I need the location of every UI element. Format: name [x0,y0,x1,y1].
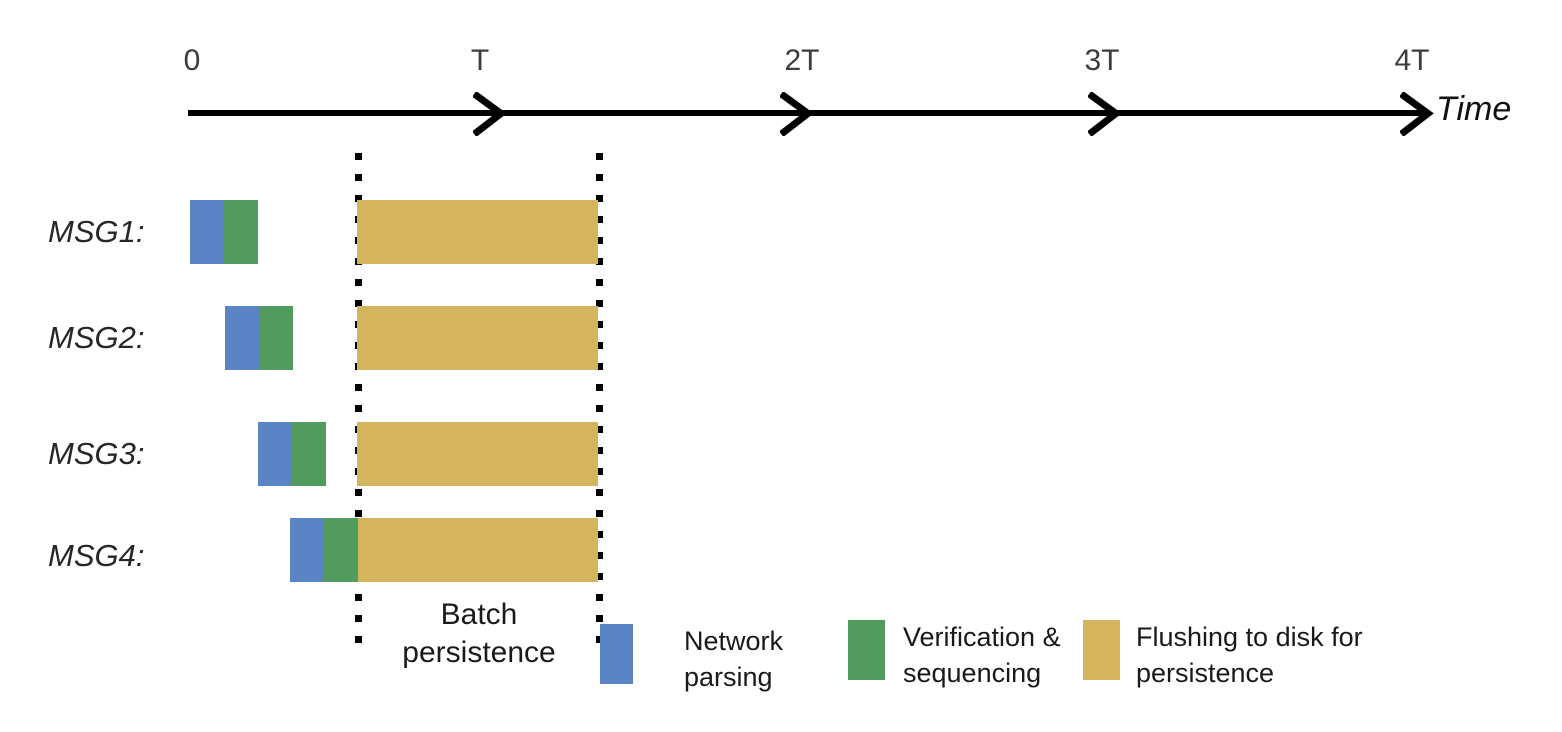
boundary-dot [596,447,603,454]
boundary-dot [596,384,603,391]
axis-tick-T: T [470,44,490,77]
boundary-dot [596,636,603,643]
legend-label-network-parsing-line2: parsing [684,661,773,692]
axis-tick-2T: 2T [784,44,820,77]
boundary-dot [355,636,362,643]
boundary-dot [355,615,362,622]
boundary-dot [596,216,603,223]
boundary-dot [596,405,603,412]
axis-tick-0: 0 [183,44,201,77]
segment-msg4-verification-sequencing [324,518,358,582]
boundary-dot [355,510,362,517]
row-label-msg4: MSG4: [48,538,145,573]
legend-label-network-parsing-line1: Network [684,626,784,656]
legend-label-flushing-persistence-line2: persistence [1136,657,1275,688]
boundary-dot [596,510,603,517]
legend-label-verification-sequencing-line2: sequencing [903,657,1042,688]
boundary-dot [355,174,362,181]
segment-msg1-network-parsing [190,200,224,264]
legend-swatch-verification-sequencing [848,620,885,680]
segment-msg4-network-parsing [290,518,324,582]
segment-msg1-verification-sequencing [224,200,258,264]
axis-tick-4T: 4T [1394,44,1430,77]
legend-label-verification-sequencing-line1: Verification & [903,622,1061,652]
boundary-dot [596,426,603,433]
boundary-dot [355,489,362,496]
segment-msg2-flushing-persistence [357,306,598,370]
axis-title-time: Time [1436,90,1512,128]
boundary-dot [355,279,362,286]
boundary-dot [596,615,603,622]
boundary-dot [596,258,603,265]
boundary-dot [596,174,603,181]
segment-msg3-flushing-persistence [357,422,598,486]
boundary-dot [355,153,362,160]
segment-msg2-network-parsing [225,306,259,370]
axis-tick-3T: 3T [1084,44,1120,77]
boundary-dot [596,594,603,601]
boundary-dot [355,300,362,307]
row-label-msg1: MSG1: [48,214,145,249]
boundary-dot [596,279,603,286]
boundary-dot [596,195,603,202]
boundary-dot [596,489,603,496]
row-label-msg2: MSG2: [48,320,145,355]
boundary-dot [596,153,603,160]
batch-persistence-label: Batch persistence [402,596,555,673]
segment-msg1-flushing-persistence [357,200,598,264]
batch-boundary-right [596,153,603,663]
segment-msg3-network-parsing [258,422,292,486]
boundary-dot [596,363,603,370]
legend-label-flushing-persistence: Flushing to disk for persistence [1136,620,1363,691]
segment-msg2-verification-sequencing [259,306,293,370]
batch-persistence-label-line1: Batch [440,598,518,631]
legend-label-verification-sequencing: Verification & sequencing [903,620,1061,691]
boundary-dot [596,237,603,244]
boundary-dot [355,594,362,601]
boundary-dot [355,405,362,412]
row-label-msg3: MSG3: [48,436,145,471]
legend-swatch-flushing-persistence [1083,620,1120,680]
boundary-dot [596,573,603,580]
segment-msg4-flushing-persistence [358,518,598,582]
boundary-dot [596,342,603,349]
legend-label-flushing-persistence-line1: Flushing to disk for [1136,622,1363,652]
boundary-dot [355,384,362,391]
legend-swatch-network-parsing [600,624,633,684]
boundary-dot [596,300,603,307]
segment-msg3-verification-sequencing [292,422,326,486]
batch-persistence-label-line2: persistence [402,636,556,670]
boundary-dot [596,321,603,328]
boundary-dot [596,531,603,538]
boundary-dot [355,195,362,202]
legend-label-network-parsing: Network parsing [684,624,783,695]
boundary-dot [596,552,603,559]
boundary-dot [596,468,603,475]
